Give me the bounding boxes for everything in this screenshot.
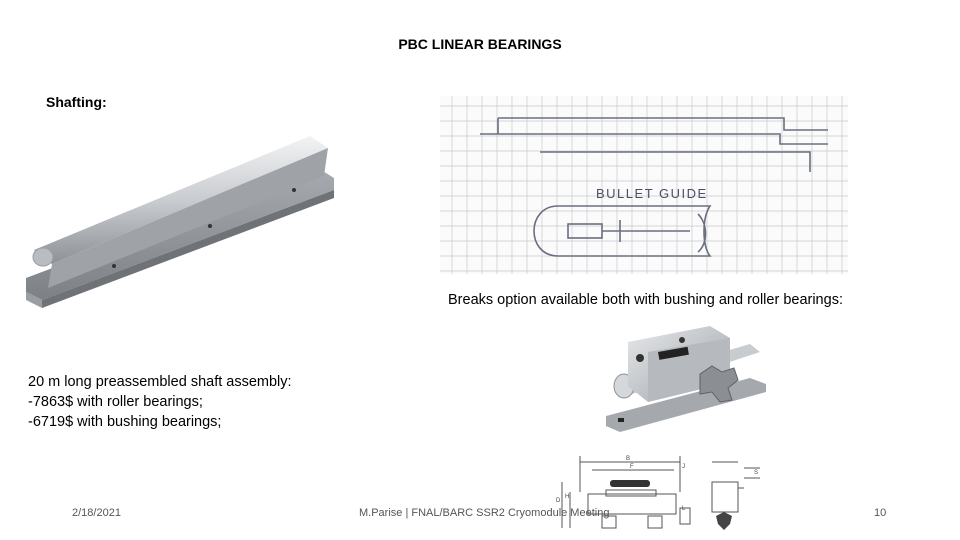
drawing-label-f: F [630,464,634,470]
footer-date: 2/18/2021 [72,507,121,519]
assembly-cost-text: 20 m long preassembled shaft assembly: -… [28,372,292,432]
drawing-label-s: S [754,470,758,476]
sketch-label: BULLET GUIDE [596,186,708,201]
breaks-option-text: Breaks option available both with bushin… [448,292,843,308]
assembly-line: -7863$ with roller bearings; [28,394,203,410]
drawing-label-b: B [626,456,630,462]
bullet-guide-sketch-image: BULLET GUIDE [440,96,848,274]
technical-drawing-image: B F J S H D L [556,456,760,530]
drawing-label-j: J [682,464,685,470]
section-label-shafting: Shafting: [46,94,107,110]
assembly-line: 20 m long preassembled shaft assembly: [28,374,292,390]
assembly-line: -6719$ with bushing bearings; [28,414,222,430]
drawing-label-h: H [565,494,569,500]
footer-meeting-info: M.Parise | FNAL/BARC SSR2 Cryomodule Mee… [359,507,610,519]
shaft-rail-image [26,136,334,308]
slide-title: PBC LINEAR BEARINGS [398,36,562,52]
drawing-label-l: L [682,506,686,512]
bearing-carriage-image [606,326,766,432]
footer-page-number: 10 [874,507,887,519]
drawing-label-d: D [556,498,561,504]
